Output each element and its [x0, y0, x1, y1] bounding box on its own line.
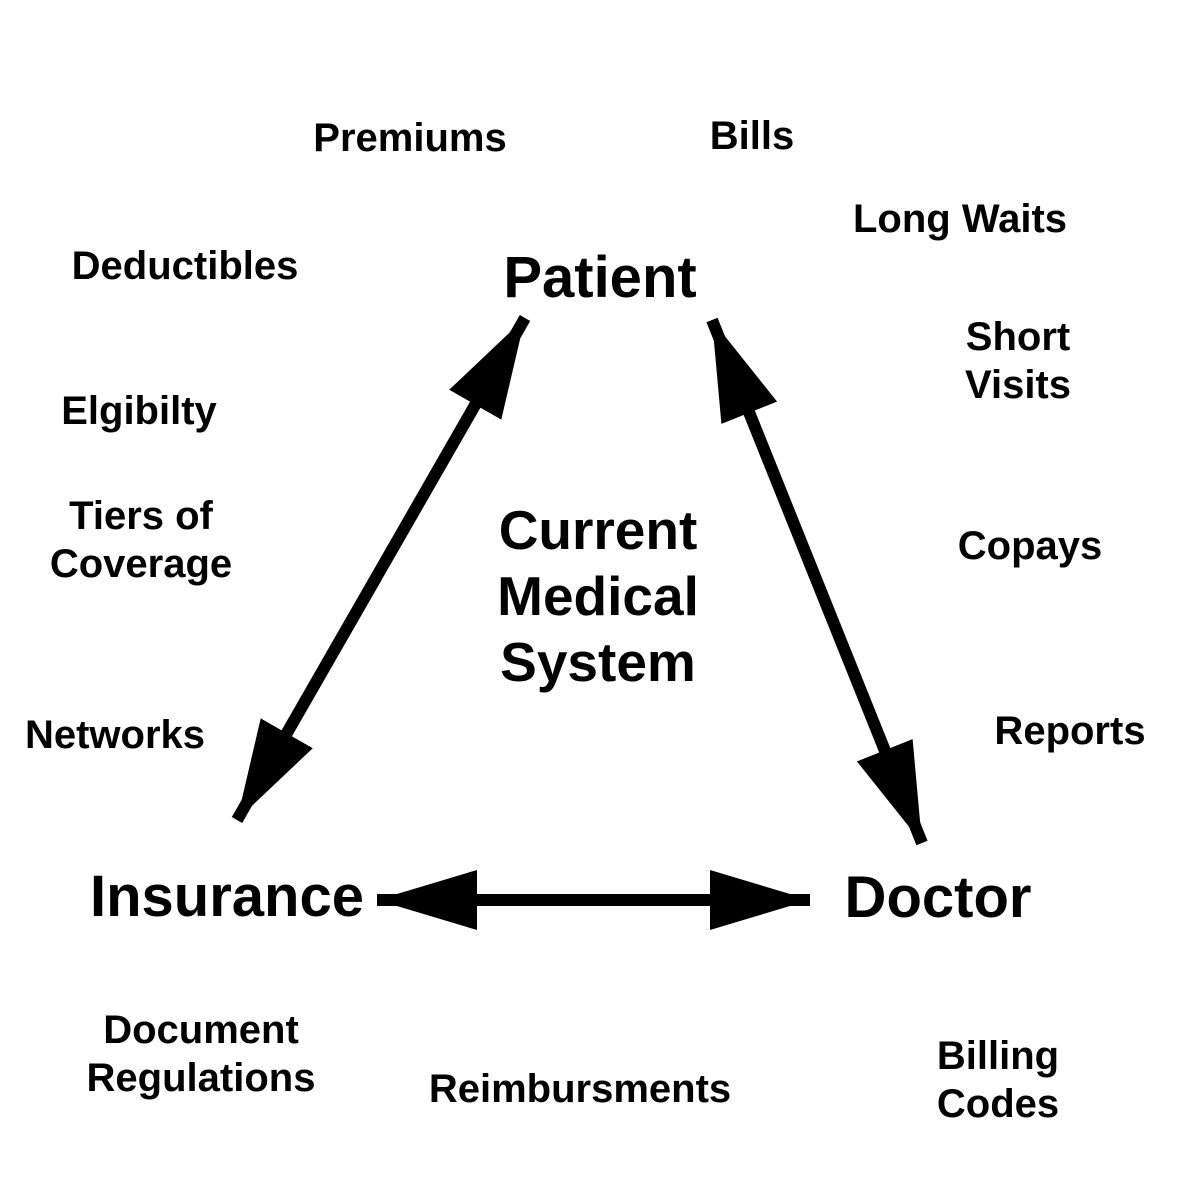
satellite-label-tiers-of-coverage: Tiers of Coverage: [49, 494, 233, 586]
satellite-label-short-visits: Short Visits: [965, 315, 1071, 407]
node-patient: Patient: [503, 245, 697, 310]
satellite-label-copays: Copays: [957, 524, 1103, 568]
satellite-label-reimbursments: Reimbursments: [428, 1067, 732, 1111]
arrow-patient-insurance: [231, 315, 531, 823]
satellite-label-bills: Bills: [709, 114, 795, 158]
arrow-patient-doctor: [706, 317, 928, 846]
satellite-label-document-regulations: Document Regulations: [86, 1008, 316, 1100]
satellite-label-premiums: Premiums: [313, 116, 507, 160]
satellite-label-deductibles: Deductibles: [71, 244, 299, 288]
satellite-label-reports: Reports: [994, 709, 1146, 753]
diagram-title: Current Medical System: [497, 499, 699, 693]
node-insurance: Insurance: [90, 864, 364, 929]
satellite-label-long-waits: Long Waits: [852, 197, 1068, 241]
satellite-label-elgibilty: Elgibilty: [61, 389, 217, 433]
node-doctor: Doctor: [844, 865, 1032, 930]
satellite-label-networks: Networks: [24, 713, 206, 757]
satellite-label-billing-codes: Billing Codes: [936, 1034, 1060, 1126]
